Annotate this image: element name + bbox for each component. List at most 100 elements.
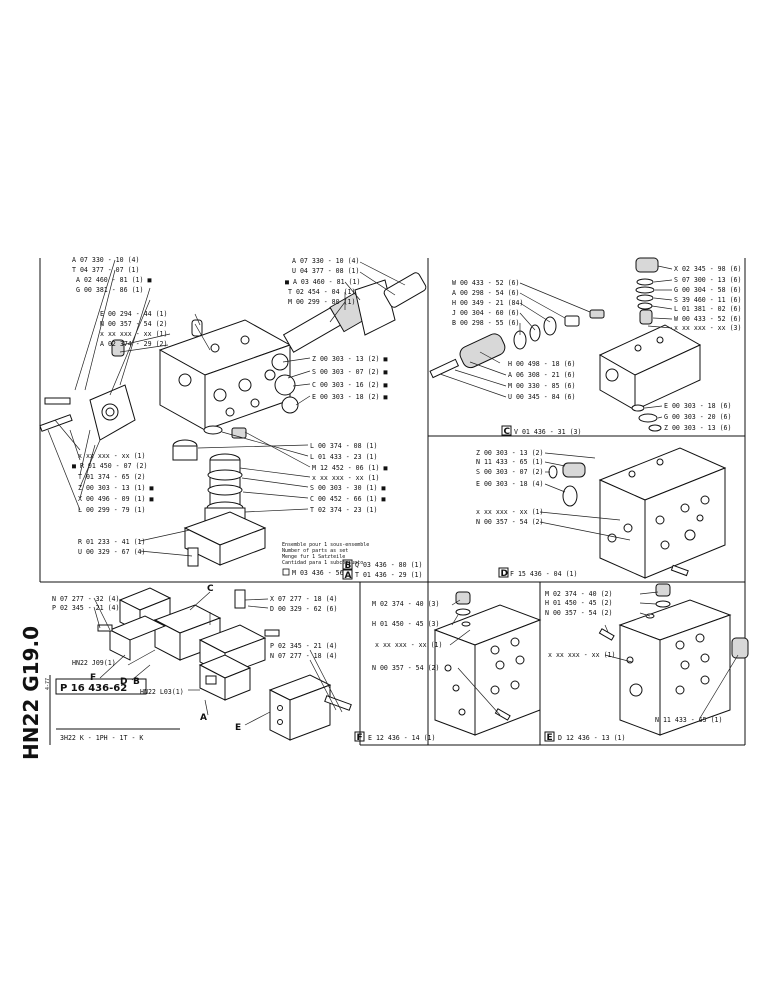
label-main-br-5: S 00 303 - 30 (1) ■ xyxy=(310,484,385,492)
main-valve-block xyxy=(39,259,427,567)
label-main-top-3: ■ A 03 460 - 81 (1) xyxy=(285,278,360,286)
ref-d: F 15 436 - 04 (1) xyxy=(510,570,578,578)
ref-f-tag: F xyxy=(357,733,363,743)
part-number: P 16 436-62 xyxy=(60,683,127,694)
label-main-br-3: M 12 452 - 06 (1) ■ xyxy=(312,464,387,472)
hn-ref-2: HN22 L03(1) xyxy=(140,688,184,696)
ref-f: E 12 436 - 14 (1) xyxy=(368,734,436,742)
label-d-1: Z 00 303 - 13 (2) xyxy=(476,449,544,457)
label-c-right-6: W 00 433 - 52 (6) xyxy=(674,315,742,323)
label-main-lower-1: R 01 233 - 41 (1) xyxy=(78,538,146,546)
label-c-right-7: x xx xxx - xx (3) xyxy=(674,324,742,332)
label-main-top-4: T 02 454 - 04 (1) xyxy=(288,288,356,296)
label-d-2: N 11 433 - 65 (1) xyxy=(476,458,544,466)
label-main-lower-2: U 00 329 - 67 (4) xyxy=(78,548,146,556)
label-main-bl-5: X 00 496 - 09 (1) ■ xyxy=(78,495,153,503)
label-main-left-4: G 00 381 - 86 (1) xyxy=(76,286,144,294)
kit-note-1: Ensemble pour 1 sous-ensemble xyxy=(282,542,369,548)
label-main-right-1: Z 00 303 - 13 (2) ■ xyxy=(312,355,387,363)
label-main-top-2: U 04 377 - 08 (1) xyxy=(292,267,360,275)
label-main-bl-6: L 00 299 - 79 (1) xyxy=(78,506,146,514)
ref-a-tag: A xyxy=(345,571,352,581)
label-main-left-3: A 02 460 - 81 (1) ■ xyxy=(76,276,151,284)
label-asm-right-1: X 07 277 - 18 (4) xyxy=(270,595,338,603)
label-main-top-5: M 00 299 - 80 (1) xyxy=(288,298,356,306)
label-c-bottom-1: H 00 498 - 18 (6) xyxy=(508,360,576,368)
kit-note-4: Cantidad para 1 subconjunto xyxy=(282,560,363,566)
label-main-left-5: E 00 294 - 44 (1) xyxy=(100,310,168,318)
label-asm-left-2: P 02 345 - 21 (4) xyxy=(52,604,120,612)
label-c-bottom-4: U 00 345 - 84 (6) xyxy=(508,393,576,401)
ref-e: D 12 436 - 13 (1) xyxy=(558,734,626,742)
assembly-labels: N 07 277 - 32 (4) P 02 345 - 21 (4) X 07… xyxy=(52,584,338,733)
label-c-seal-2: G 00 303 - 20 (6) xyxy=(664,413,732,421)
callout-e: E xyxy=(235,723,241,733)
ref-c-tag: C xyxy=(504,427,511,437)
label-c-seal-3: Z 00 303 - 13 (6) xyxy=(664,424,732,432)
label-f-3: x xx xxx - xx (1) xyxy=(375,641,443,649)
label-c-right-5: L 01 381 - 02 (6) xyxy=(674,305,742,313)
label-asm-lower-1: P 02 345 - 21 (4) xyxy=(270,642,338,650)
hn-ref-1: HN22 J09(1) xyxy=(72,659,116,667)
label-f-1: M 02 374 - 40 (3) xyxy=(372,600,440,608)
kit-note-2: Number of parts as set xyxy=(282,548,348,554)
label-main-br-2: L 01 433 - 23 (1) xyxy=(310,453,378,461)
assembly-drawing xyxy=(93,587,352,741)
label-main-right-2: S 00 303 - 07 (2) ■ xyxy=(312,368,387,376)
label-c-left-2: A 00 298 - 54 (6) xyxy=(452,289,520,297)
label-d-6: N 00 357 - 54 (2) xyxy=(476,518,544,526)
label-main-left-6: N 00 357 - 54 (2) xyxy=(100,320,168,328)
label-f-2: H 01 450 - 45 (3) xyxy=(372,620,440,628)
label-main-br-7: T 02 374 - 23 (1) xyxy=(310,506,378,514)
label-main-bl-3: T 01 374 - 65 (2) xyxy=(78,473,146,481)
ref-b-tag: B xyxy=(345,561,352,571)
sheet-title-block: HN22 G19.0 4-77 P 16 436-62 3H22 K - 1PH… xyxy=(19,626,180,760)
callout-b: B xyxy=(133,677,140,687)
label-main-left-2: T 04 377 - 07 (1) xyxy=(72,266,140,274)
label-c-right-3: G 00 304 - 58 (6) xyxy=(674,286,742,294)
ref-a: T 01 436 - 29 (1) xyxy=(355,571,423,579)
label-main-top-1: A 07 330 - 10 (4) xyxy=(292,257,360,265)
label-e-2: H 01 450 - 45 (2) xyxy=(545,599,613,607)
label-main-right-4: E 00 303 - 18 (2) ■ xyxy=(312,393,387,401)
section-c-labels: W 00 433 - 52 (6) A 00 298 - 54 (6) H 00… xyxy=(452,265,742,437)
label-c-right-1: X 02 345 - 98 (6) xyxy=(674,265,742,273)
label-main-bl-4: Z 00 303 - 13 (1) ■ xyxy=(78,484,153,492)
label-asm-lower-2: N 07 277 - 18 (4) xyxy=(270,652,338,660)
section-f-drawing xyxy=(433,591,542,736)
label-e-4: x xx xxx - xx (1) xyxy=(548,651,616,659)
label-c-left-1: W 00 433 - 52 (6) xyxy=(452,279,520,287)
label-main-bl-2: ■ R 01 450 - 07 (2) xyxy=(72,462,147,470)
label-e-3: N 00 357 - 54 (2) xyxy=(545,609,613,617)
label-f-4: N 00 357 - 54 (2) xyxy=(372,664,440,672)
label-c-left-3: H 00 349 - 21 (84) xyxy=(452,299,523,307)
label-main-br-1: L 00 374 - 08 (1) xyxy=(310,442,378,450)
label-asm-left-1: N 07 277 - 32 (4) xyxy=(52,595,120,603)
label-c-left-4: J 00 304 - 60 (6) xyxy=(452,309,520,317)
sheet-date: 4-77 xyxy=(45,678,51,690)
section-e-labels: M 02 374 - 40 (2) H 01 450 - 45 (2) N 00… xyxy=(544,590,723,743)
callout-c: C xyxy=(207,584,214,594)
model-code: 3H22 K - 1PH - 1T - K xyxy=(60,734,143,742)
section-f-labels: M 02 374 - 40 (3) H 01 450 - 45 (3) x xx… xyxy=(354,600,443,743)
label-d-3: S 00 303 - 07 (2) xyxy=(476,468,544,476)
label-main-br-4: x xx xxx - xx (1) xyxy=(312,474,380,482)
section-e-drawing xyxy=(598,583,749,736)
label-main-left-7: x xx xxx - xx (1) xyxy=(100,330,168,338)
sheet-code: HN22 G19.0 xyxy=(19,626,43,760)
label-d-5: x xx xxx - xx (1) xyxy=(476,508,544,516)
label-asm-right-2: D 00 329 - 62 (6) xyxy=(270,605,338,613)
label-c-seal-1: E 00 303 - 18 (6) xyxy=(664,402,732,410)
label-main-bl-1: x xx xxx - xx (1) xyxy=(78,452,146,460)
ref-d-tag: D xyxy=(501,569,508,579)
callout-f: F xyxy=(90,673,96,683)
label-main-left-1: A 07 330 - 10 (4) xyxy=(72,256,140,264)
kit-ref: M 03 436 - 56 xyxy=(292,569,344,577)
label-c-right-2: S 07 300 - 13 (6) xyxy=(674,276,742,284)
ref-c: V 01 436 - 31 (3) xyxy=(514,428,582,436)
kit-note-3: Menge fur 1 Satzteile xyxy=(282,554,345,560)
label-c-bottom-3: M 00 330 - 85 (6) xyxy=(508,382,576,390)
label-main-left-8: A 02 374 - 29 (2) xyxy=(100,340,168,348)
section-d-drawing xyxy=(539,447,727,579)
